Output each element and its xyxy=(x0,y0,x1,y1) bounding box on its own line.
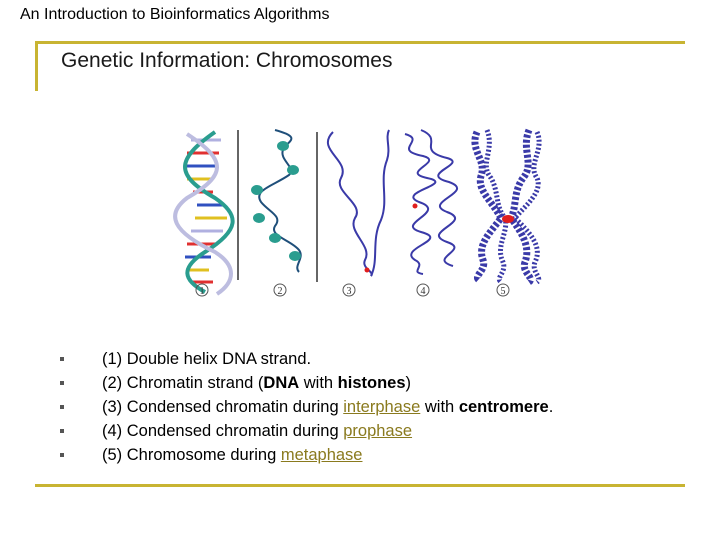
item-text: Condensed chromatin during xyxy=(126,422,344,440)
bullet-icon xyxy=(60,453,64,457)
frame-top-rule xyxy=(35,41,685,44)
metaphase-link[interactable]: metaphase xyxy=(280,446,363,464)
prophase-chromatin-illustration xyxy=(404,129,458,275)
stage-label-2: 2 xyxy=(278,286,283,297)
item-text: Condensed chromatin during xyxy=(126,398,344,416)
chromatin-strand-illustration xyxy=(251,129,302,273)
bold-term-dna: DNA xyxy=(263,374,300,392)
bullet-list: (1) Double helix DNA strand. (2) Chromat… xyxy=(60,347,553,467)
bullet-icon xyxy=(60,429,64,433)
item-text: with xyxy=(299,374,338,392)
bullet-icon xyxy=(60,381,64,385)
stage-label-3: 3 xyxy=(347,286,352,297)
item-text: with xyxy=(420,398,459,416)
stage-labels: 1 2 3 4 5 xyxy=(195,283,510,297)
frame-left-rule xyxy=(35,41,38,91)
frame-bottom-rule xyxy=(35,484,685,487)
item-text: Chromosome during xyxy=(126,446,281,464)
item-text: Double helix DNA strand. xyxy=(126,350,312,368)
item-text: ) xyxy=(405,374,412,392)
bold-term-centromere: centromere xyxy=(458,398,549,416)
item-number: (5) xyxy=(102,446,123,464)
course-header: An Introduction to Bioinformatics Algori… xyxy=(20,6,330,23)
list-item: (3) Condensed chromatin during interphas… xyxy=(60,395,553,419)
interphase-link[interactable]: interphase xyxy=(343,398,421,416)
item-text: Chromatin strand ( xyxy=(126,374,264,392)
item-number: (4) xyxy=(102,422,123,440)
item-text: . xyxy=(548,398,554,416)
metaphase-chromosome-illustration xyxy=(471,128,542,285)
item-number: (2) xyxy=(102,374,123,392)
bullet-icon xyxy=(60,405,64,409)
item-number: (3) xyxy=(102,398,123,416)
stage-label-5: 5 xyxy=(501,286,506,297)
bullet-icon xyxy=(60,357,64,361)
stage-label-4: 4 xyxy=(421,286,426,297)
list-item: (1) Double helix DNA strand. xyxy=(60,347,553,371)
list-item: (2) Chromatin strand (DNA with histones) xyxy=(60,371,553,395)
list-item: (5) Chromosome during metaphase xyxy=(60,443,553,467)
stage-label-1: 1 xyxy=(200,286,205,297)
chromosome-figure: 1 2 3 4 5 xyxy=(173,128,542,297)
item-number: (1) xyxy=(102,350,123,368)
list-item: (4) Condensed chromatin during prophase xyxy=(60,419,553,443)
slide-title: Genetic Information: Chromosomes xyxy=(61,49,393,72)
double-helix-illustration xyxy=(173,130,235,296)
prophase-link[interactable]: prophase xyxy=(343,422,413,440)
bold-term-histones: histones xyxy=(337,374,406,392)
interphase-chromatin-illustration xyxy=(326,129,390,277)
